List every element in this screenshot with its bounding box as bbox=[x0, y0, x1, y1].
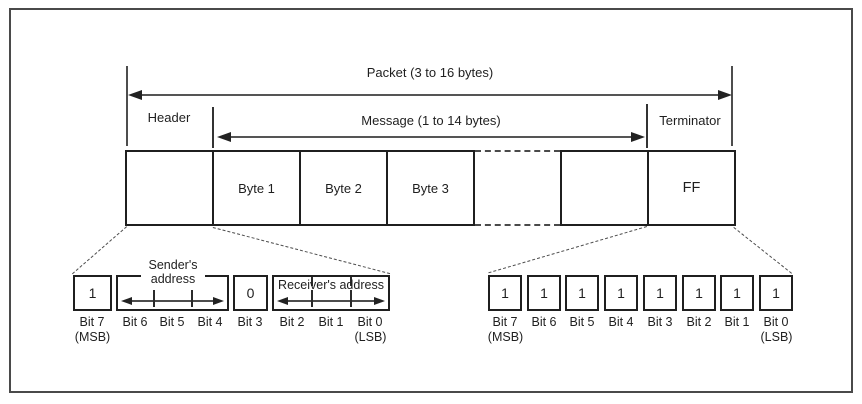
byte2-cell: Byte 2 bbox=[299, 150, 388, 226]
terminator-bit-cell: 1 bbox=[565, 275, 599, 311]
header-bit-label: Bit 2 bbox=[279, 315, 305, 329]
terminator-span-label: Terminator bbox=[659, 113, 721, 128]
header-bit3-value: 0 bbox=[246, 285, 255, 301]
packet-span-arrow bbox=[128, 90, 732, 100]
terminator-bit-cell: 1 bbox=[488, 275, 522, 311]
terminator-bit-label: Bit 7 bbox=[492, 315, 518, 329]
header-bit-label: Bit 4 bbox=[197, 315, 223, 329]
receiver-top-divider-tick bbox=[311, 277, 313, 286]
sender-bit-divider-tick bbox=[153, 290, 155, 307]
receiver-address-region bbox=[272, 275, 390, 311]
sender-bit-divider-tick bbox=[191, 290, 193, 307]
byte1-cell: Byte 1 bbox=[212, 150, 301, 226]
terminator-bit-label: Bit 0 bbox=[763, 315, 789, 329]
receiver-address-label: Receiver's address bbox=[278, 278, 384, 292]
terminator-bit-cell: 1 bbox=[643, 275, 677, 311]
header-lsb-label: (LSB) bbox=[354, 330, 387, 344]
terminator-bit-label: Bit 1 bbox=[724, 315, 750, 329]
last-message-byte-cell bbox=[560, 150, 649, 226]
header-bit-label: Bit 6 bbox=[122, 315, 148, 329]
receiver-address-span-arrow bbox=[277, 297, 385, 305]
sender-address-span-arrow bbox=[121, 297, 224, 305]
terminator-bit-cell: 1 bbox=[720, 275, 754, 311]
packet-span-right-tick bbox=[731, 66, 733, 146]
sender-address-label: Sender's address bbox=[141, 258, 205, 286]
header-bit-label: Bit 3 bbox=[237, 315, 263, 329]
receiver-top-divider-tick bbox=[350, 277, 352, 286]
byte1-label: Byte 1 bbox=[238, 180, 275, 196]
header-bit7-value: 1 bbox=[88, 285, 97, 301]
receiver-bit-divider-tick bbox=[350, 290, 352, 307]
terminator-bit-cell: 1 bbox=[759, 275, 793, 311]
byte3-label: Byte 3 bbox=[412, 180, 449, 196]
byte2-label: Byte 2 bbox=[325, 180, 362, 196]
header-bit-label: Bit 1 bbox=[318, 315, 344, 329]
packet-span-label: Packet (3 to 16 bytes) bbox=[366, 65, 494, 80]
terminator-bit-label: Bit 3 bbox=[647, 315, 673, 329]
terminator-bit-cell: 1 bbox=[604, 275, 638, 311]
terminator-byte-cell: FF bbox=[647, 150, 736, 226]
header-bit7-cell: 1 bbox=[73, 275, 112, 311]
header-bit3-cell: 0 bbox=[233, 275, 268, 311]
header-msb-label: (MSB) bbox=[74, 330, 111, 344]
terminator-bit-label: Bit 4 bbox=[608, 315, 634, 329]
terminator-lsb-label: (LSB) bbox=[760, 330, 793, 344]
terminator-bit-label: Bit 2 bbox=[686, 315, 712, 329]
byte3-cell: Byte 3 bbox=[386, 150, 475, 226]
terminator-bit-label: Bit 5 bbox=[569, 315, 595, 329]
terminator-bit-label: Bit 6 bbox=[531, 315, 557, 329]
omitted-bytes-gap bbox=[475, 150, 560, 226]
message-terminator-divider-tick bbox=[646, 104, 648, 148]
header-bit-label: Bit 7 bbox=[79, 315, 105, 329]
packet-span-left-tick bbox=[126, 66, 128, 146]
message-span-arrow bbox=[217, 132, 645, 142]
message-span-label: Message (1 to 14 bytes) bbox=[361, 113, 501, 128]
terminator-bit-cell: 1 bbox=[682, 275, 716, 311]
receiver-bit-divider-tick bbox=[311, 290, 313, 307]
header-bit-label: Bit 5 bbox=[159, 315, 185, 329]
header-byte-cell bbox=[125, 150, 214, 226]
header-span-label: Header bbox=[147, 110, 191, 125]
terminator-bit-cell: 1 bbox=[527, 275, 561, 311]
terminator-value: FF bbox=[682, 180, 701, 196]
header-bit-label: Bit 0 bbox=[357, 315, 383, 329]
terminator-msb-label: (MSB) bbox=[487, 330, 524, 344]
header-message-divider-tick bbox=[212, 107, 214, 148]
